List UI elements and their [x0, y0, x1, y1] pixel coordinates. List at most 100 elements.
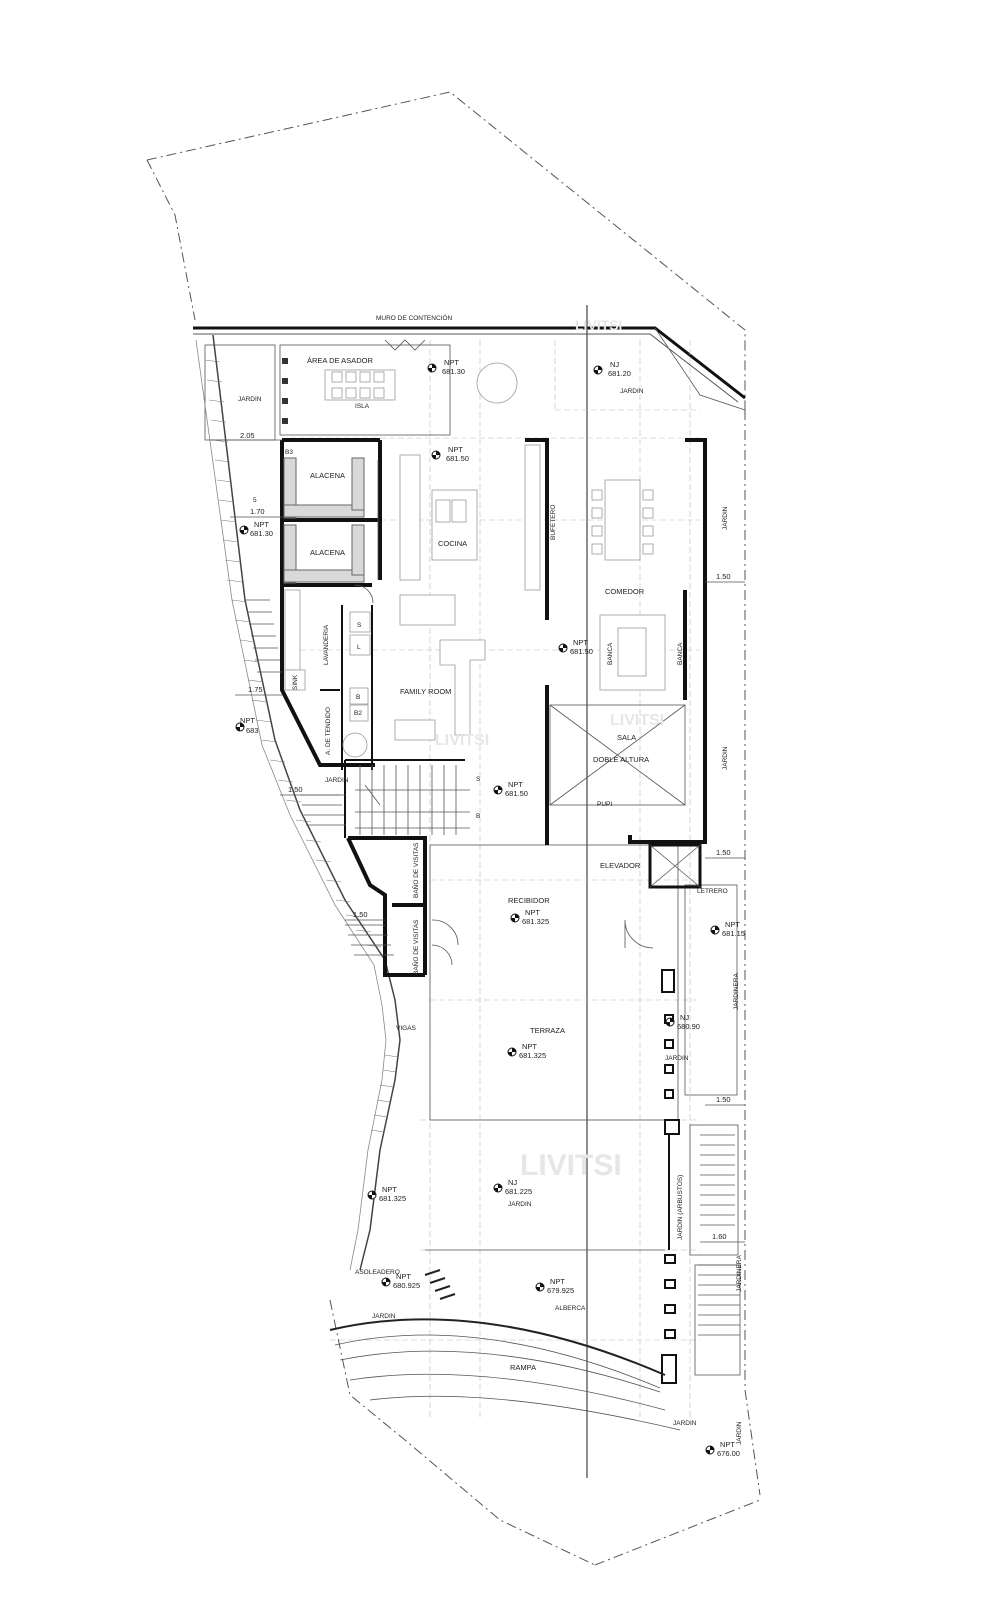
label-jardin-nw: JARDIN: [238, 396, 262, 403]
level-marker-l9: NPT 681.15: [710, 920, 745, 938]
level-marker-l5: NPT 681.50: [558, 638, 593, 656]
label-stair-s: S: [476, 776, 481, 783]
label-muro: MURO DE CONTENCIÓN: [376, 313, 453, 322]
label-bufetero: BUFETERO: [550, 505, 557, 540]
label-banca-2: BANCA: [677, 642, 684, 665]
label-asoleadero: ASOLEADERO: [355, 1269, 400, 1276]
level-tag: NJ: [680, 1013, 689, 1022]
level-value: 681.325: [379, 1194, 406, 1203]
level-tag: NJ: [610, 360, 619, 369]
label-sink: SINK: [292, 674, 299, 690]
dim-160: 1.60: [712, 1232, 727, 1241]
level-tag: NPT: [508, 780, 523, 789]
label-jardinera-2: JARDINERA: [736, 1254, 743, 1292]
dim-150-w1: 1.50: [288, 785, 303, 794]
level-markers: NPT 681.30 NJ 681.20 NPT 681.50 NPT 681.…: [235, 358, 745, 1458]
label-jardin-s1: JARDIN: [673, 1420, 697, 1427]
door-swings: [354, 584, 654, 966]
level-value: 676.00: [717, 1449, 740, 1458]
level-marker-l14: NPT 680.925: [381, 1272, 420, 1290]
family-room-furniture: [394, 639, 486, 741]
level-value: 681.50: [446, 454, 469, 463]
dimension-labels: 2.05 5 1.70 1.75 1.50 1.50 1.50 1.50 1.5…: [240, 431, 731, 1241]
level-value: 681.50: [505, 789, 528, 798]
dim-150-w2: 1.50: [353, 910, 368, 919]
level-tag: NPT: [382, 1185, 397, 1194]
level-marker-l13: NJ 681.225: [493, 1178, 532, 1196]
label-b2: B2: [354, 710, 362, 717]
label-jardinera-1: JARDINERA: [733, 972, 740, 1010]
level-tag: NPT: [396, 1272, 411, 1281]
level-value: 680.925: [393, 1281, 420, 1290]
watermark-4: LIVITSI: [610, 712, 664, 729]
label-jardin-e1: JARDIN: [722, 506, 729, 530]
watermark-2: LIVITSI: [435, 732, 489, 749]
dim-205: 2.05: [240, 431, 255, 440]
label-letrero: LETRERO: [697, 888, 728, 895]
label-sala: SALA: [617, 733, 636, 742]
level-value: 681.30: [442, 367, 465, 376]
level-value: 683: [246, 726, 259, 735]
label-cocina: COCINA: [438, 539, 467, 548]
level-marker-l8: NPT 681.325: [510, 908, 549, 926]
label-elevador: ELEVADOR: [600, 861, 641, 870]
label-jardin-mid: JARDIN: [665, 1055, 689, 1062]
label-jardin-se: JARDIN: [508, 1201, 532, 1208]
level-marker-l10: NJ 680.90: [665, 1013, 700, 1031]
level-tag: NPT: [522, 1042, 537, 1051]
west-curved-edge: [195, 334, 401, 1271]
label-jardin-e2: JARDIN: [722, 746, 729, 770]
label-pupi: PUPI: [597, 801, 612, 808]
label-lavanderia: LAVANDERIA: [323, 624, 330, 665]
west-hatching: [204, 359, 399, 1133]
level-tag: NPT: [550, 1277, 565, 1286]
watermarks: LIVITSI LIVITSI LIVITSI LIVITSI: [435, 317, 664, 1182]
level-tag: NPT: [240, 716, 255, 725]
level-value: 681.225: [505, 1187, 532, 1196]
label-terraza: TERRAZA: [530, 1026, 565, 1035]
label-bano-visitas-1: BAÑO DE VISITAS: [411, 842, 420, 898]
label-s: S: [357, 622, 362, 629]
label-banca-1: BANCA: [607, 642, 614, 665]
level-marker-l16: NPT 676.00: [705, 1440, 740, 1458]
level-marker-l15: NPT 679.925: [535, 1277, 574, 1295]
dim-150-e2: 1.50: [716, 848, 731, 857]
label-doble-altura: DOBLE ALTURA: [593, 755, 649, 764]
label-jardin-arbustos: JARDIN (ARBUSTOS): [677, 1175, 684, 1240]
label-b3: B3: [285, 449, 293, 456]
level-value: 681.50: [570, 647, 593, 656]
dim-170: 1.70: [250, 507, 265, 516]
level-value: 679.925: [547, 1286, 574, 1295]
exterior-walls: [280, 438, 707, 977]
level-tag: NPT: [573, 638, 588, 647]
label-alacena-1: ALACENA: [310, 471, 345, 480]
label-b: B: [356, 694, 360, 701]
level-marker-l6: NPT 683: [235, 716, 259, 735]
dining-furniture: [591, 479, 666, 691]
dim-150-e1: 1.50: [716, 572, 731, 581]
label-bano-visitas-2: BAÑO DE VISITAS: [411, 919, 420, 975]
label-tendido: A. DE TENDIDO: [325, 707, 332, 755]
label-l: L: [357, 644, 361, 651]
label-jardin-sw: JARDIN: [372, 1313, 396, 1320]
dim-5: 5: [253, 497, 257, 504]
level-marker-l11: NPT 681.325: [507, 1042, 546, 1060]
level-tag: NPT: [525, 908, 540, 917]
alacena-shelves: [283, 457, 365, 584]
level-value: 681.20: [608, 369, 631, 378]
level-tag: NPT: [444, 358, 459, 367]
pool-ramp: [329, 1269, 681, 1431]
level-marker-l4: NPT 681.30: [239, 520, 273, 538]
level-tag: NPT: [254, 520, 269, 529]
label-family-room: FAMILY ROOM: [400, 687, 451, 696]
level-tag: NPT: [448, 445, 463, 454]
east-steps: [698, 1134, 740, 1336]
label-alberca: ALBERCA: [555, 1305, 586, 1312]
dimension-lines: [210, 439, 745, 1243]
label-asador: ÁREA DE ASADOR: [307, 356, 373, 365]
label-jardin-ne: JARDIN: [620, 388, 644, 395]
label-comedor: COMEDOR: [605, 587, 645, 596]
dim-150-e3: 1.50: [716, 1095, 731, 1104]
label-isla: ISLA: [355, 403, 370, 410]
